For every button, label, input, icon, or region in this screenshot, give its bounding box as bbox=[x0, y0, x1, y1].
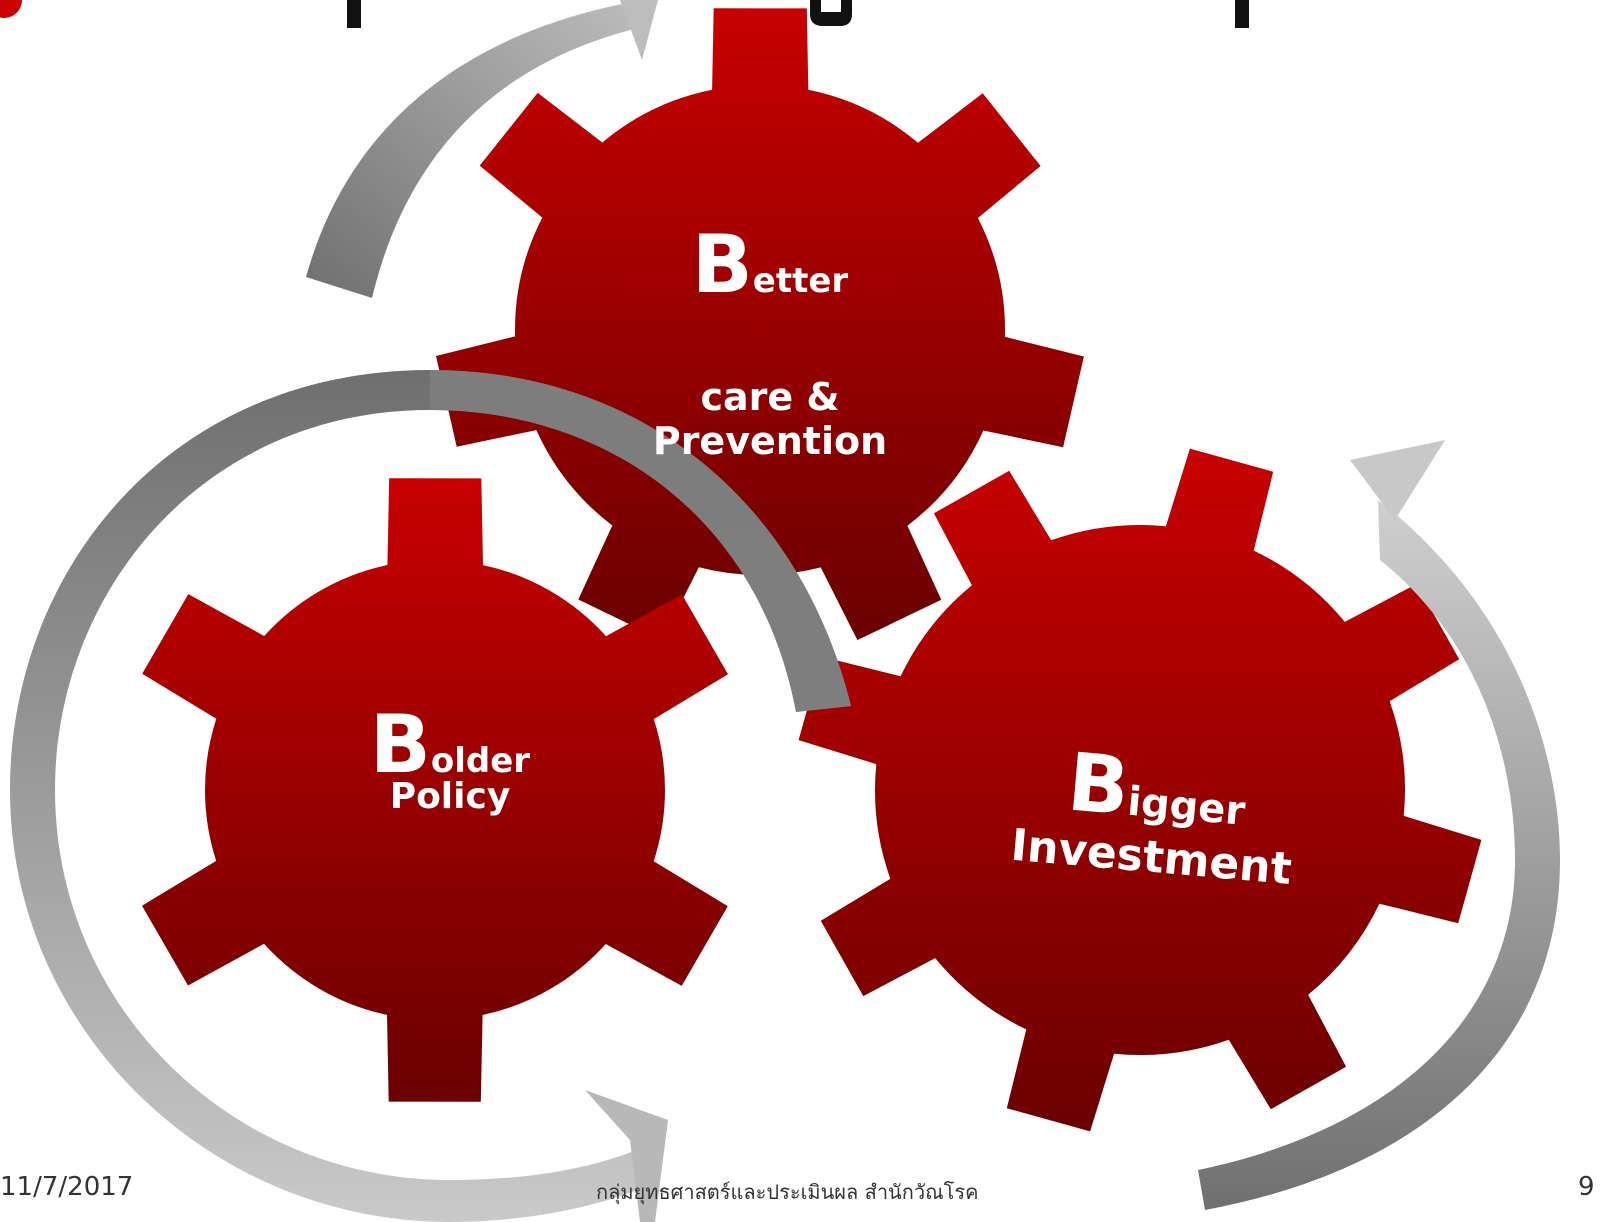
better-line-1: care & bbox=[700, 375, 840, 419]
arrow-overlap bbox=[430, 370, 851, 712]
footer-organization: กลุ่มยุทธศาสตร์และประเมินผล สำนักวัณโรค bbox=[596, 1180, 979, 1204]
better-word-rest: etter bbox=[752, 261, 849, 301]
better-initial: B bbox=[691, 218, 753, 311]
bolder-initial: B bbox=[369, 698, 431, 791]
better-line-2: Prevention bbox=[652, 419, 888, 463]
footer-page-number: 9 bbox=[1578, 1172, 1595, 1202]
gear-bolder bbox=[142, 478, 728, 1102]
logo-fragment bbox=[0, 0, 22, 18]
bolder-word-rest: older bbox=[430, 741, 531, 781]
bolder-line-1: Policy bbox=[389, 776, 511, 817]
bigger-word-rest: igger bbox=[1125, 778, 1248, 835]
arrow-top-left bbox=[306, 0, 658, 298]
gear-bigger bbox=[798, 448, 1482, 1132]
footer-date: 11/7/2017 bbox=[0, 1172, 134, 1202]
gear-better bbox=[436, 8, 1084, 641]
bigger-initial: B bbox=[1064, 735, 1133, 834]
arrow-right bbox=[1198, 440, 1560, 1210]
title-fragments bbox=[347, 0, 1249, 28]
arrow-circle-left bbox=[10, 370, 851, 1222]
label-better: Better bbox=[650, 225, 890, 305]
label-better-sub: care & Prevention bbox=[620, 378, 920, 460]
label-bolder: Bolder Policy bbox=[330, 705, 570, 815]
